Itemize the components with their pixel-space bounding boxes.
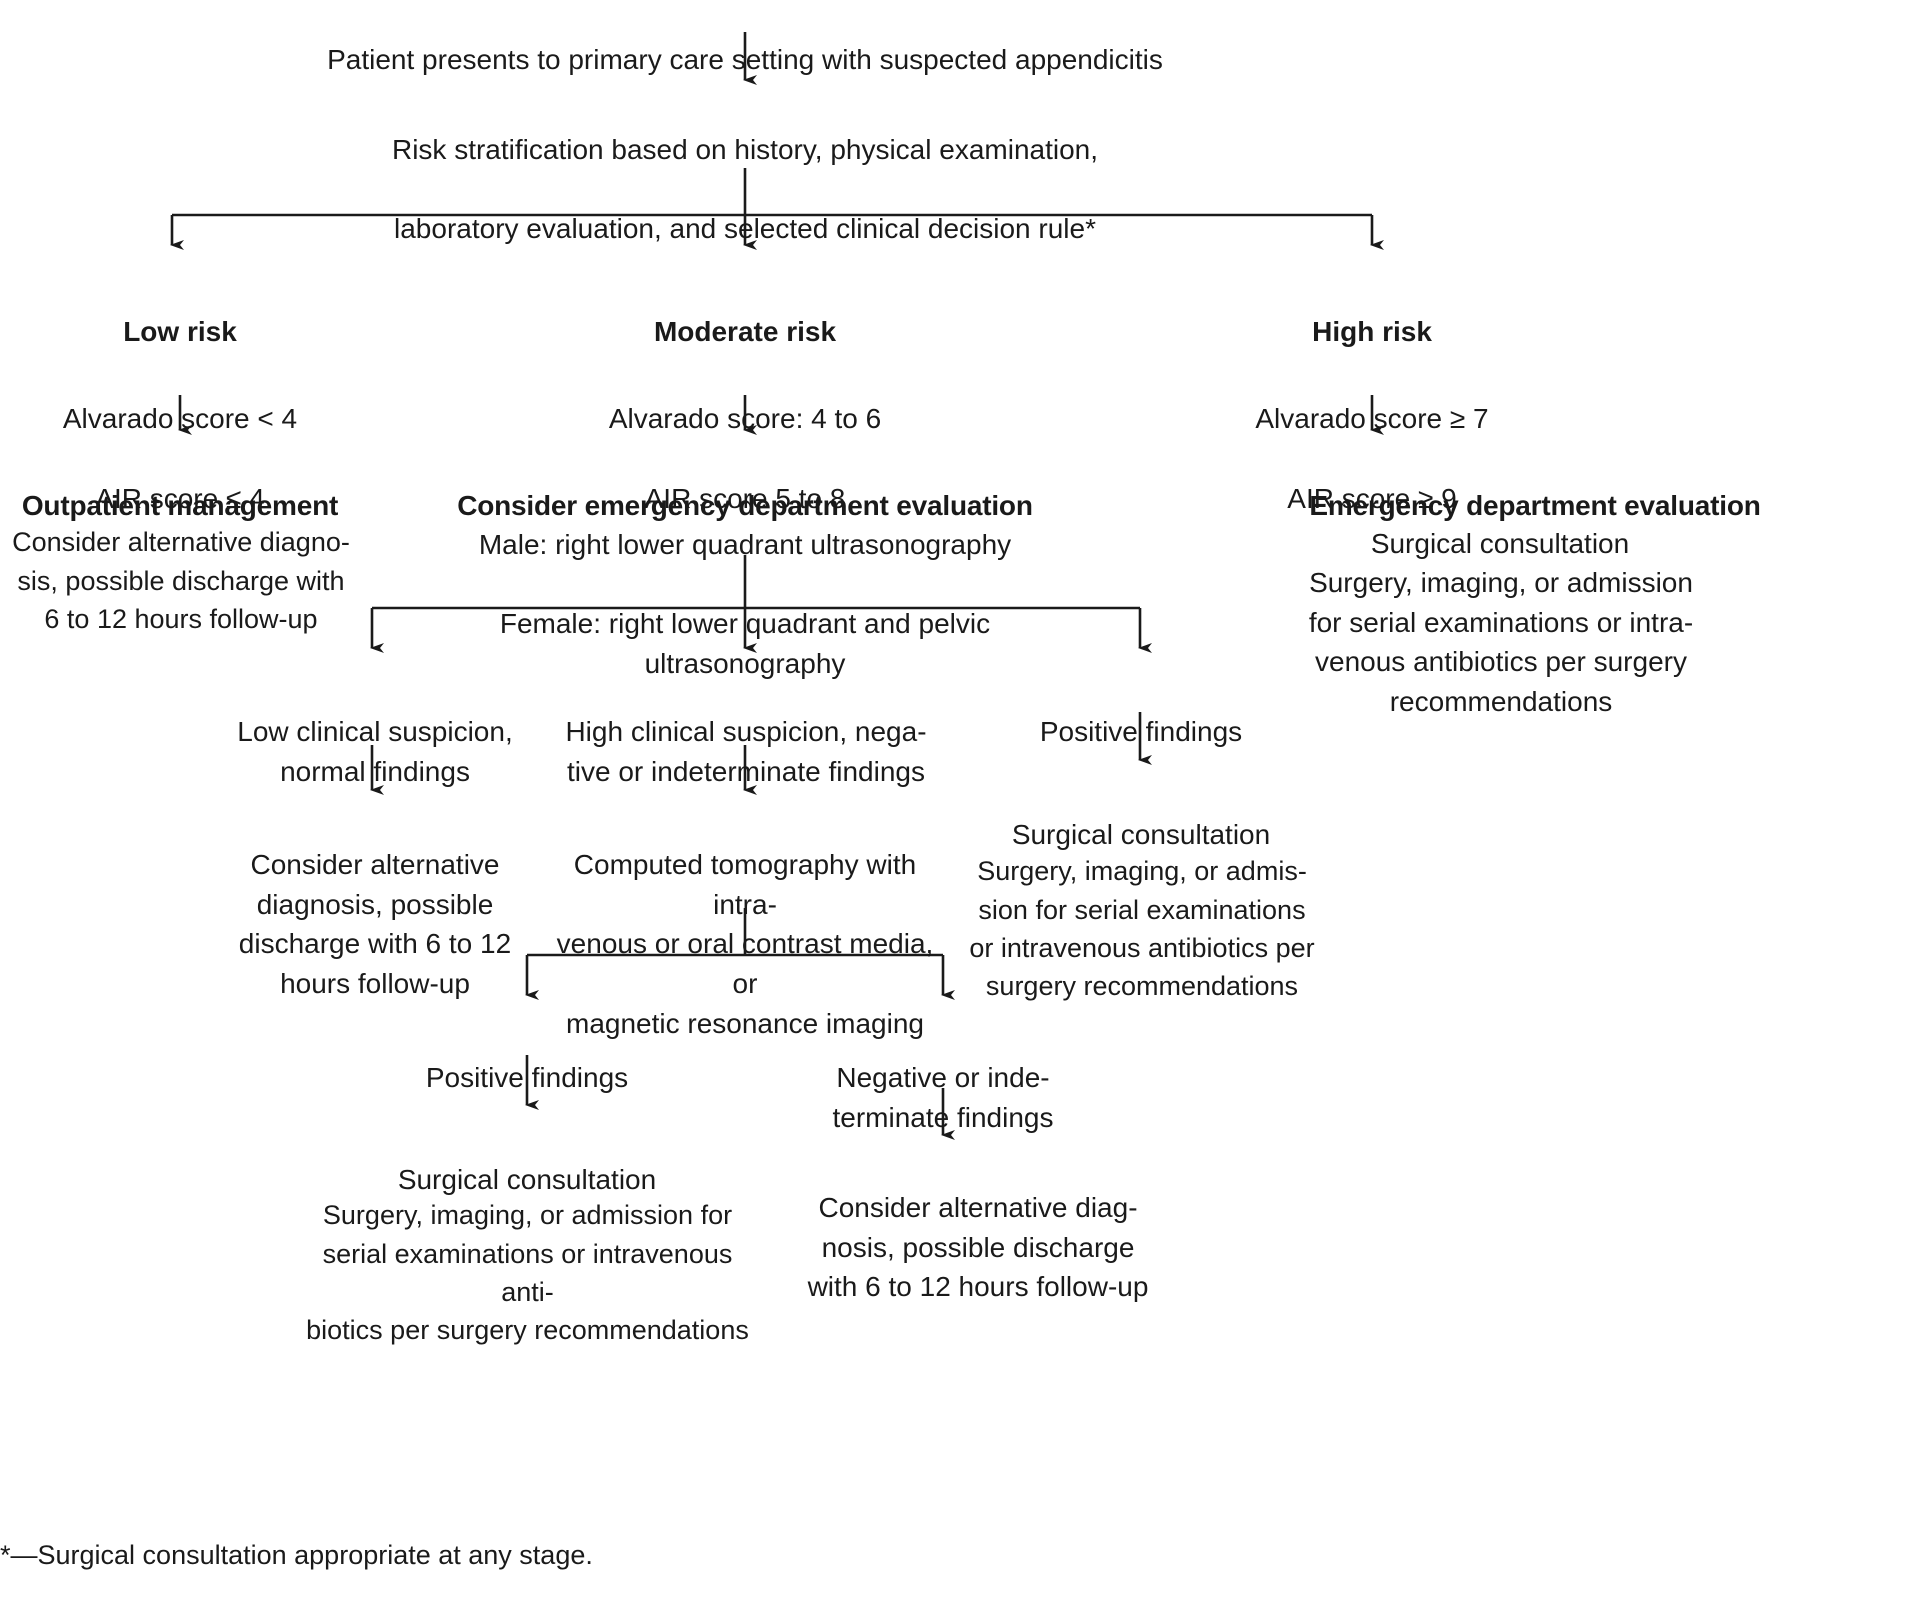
high-risk-heading: High risk (1312, 315, 1432, 347)
node-high-risk: High risk Alvarado score ≥ 7 AIR score ≥… (1192, 272, 1552, 558)
low-suspicion-label-text: Low clinical suspicion, normal findings (237, 715, 513, 787)
ed-eval-consult-text: Surgical consultation (1370, 527, 1630, 559)
consider-ed-line-1: Male: right lower quadrant ultrasonograp… (478, 528, 1012, 560)
positive-findings-body-text: Surgery, imaging, or admis- sion for ser… (969, 856, 1315, 1002)
node-positive-findings-consult: Surgical consultation (980, 775, 1302, 855)
node-positive-findings-body: Surgery, imaging, or admis- sion for ser… (962, 814, 1322, 1006)
imaging-positive-body-text: Surgery, imaging, or admission for seria… (306, 1200, 749, 1346)
node-high-suspicion-label: High clinical suspicion, nega- tive or i… (560, 672, 932, 791)
node-low-risk: Low risk Alvarado score < 4 AIR score ≤ … (0, 272, 360, 558)
stratification-line-1: Risk stratification based on history, ph… (391, 133, 1099, 165)
consider-ed-line-2: Female: right lower quadrant and pelvic … (499, 608, 991, 679)
node-ed-eval-body: Surgery, imaging, or admission for seria… (1168, 523, 1834, 722)
imaging-negative-result-text: Consider alternative diag- nosis, possib… (807, 1191, 1149, 1303)
node-start: Patient presents to primary care setting… (290, 0, 1200, 80)
node-ed-eval-heading: Emergency department evaluation (1150, 446, 1920, 526)
node-positive-findings-label: Positive findings (980, 672, 1302, 752)
node-consider-ed-heading: Consider emergency department evaluation (435, 446, 1055, 526)
moderate-risk-heading: Moderate risk (653, 315, 837, 347)
node-low-suspicion-result: Consider alternative diagnosis, possible… (212, 805, 538, 1004)
moderate-risk-criteria-2: AIR score 5 to 8 (644, 482, 846, 514)
node-outpatient-heading: Outpatient management (0, 446, 360, 526)
start-text: Patient presents to primary care setting… (327, 43, 1163, 75)
node-imaging-positive-label: Positive findings (380, 1018, 674, 1098)
low-risk-criteria-1: Alvarado score < 4 (62, 403, 298, 435)
imaging-positive-label-text: Positive findings (425, 1061, 629, 1093)
ed-eval-body-text: Surgery, imaging, or admission for seria… (1308, 566, 1694, 717)
moderate-risk-criteria-1: Alvarado score: 4 to 6 (608, 403, 882, 435)
node-low-suspicion-label: Low clinical suspicion, normal findings (205, 672, 545, 791)
node-ed-eval-consult: Surgical consultation (1180, 484, 1820, 564)
imaging-positive-consult-text: Surgical consultation (397, 1163, 657, 1195)
footnote: *—Surgical consultation appropriate at a… (0, 1540, 593, 1571)
footnote-text: *—Surgical consultation appropriate at a… (0, 1540, 593, 1570)
high-suspicion-result-text: Computed tomography with intra- venous o… (556, 848, 934, 1039)
positive-findings-label-text: Positive findings (1039, 715, 1243, 747)
node-moderate-risk: Moderate risk Alvarado score: 4 to 6 AIR… (565, 272, 925, 558)
high-suspicion-label-text: High clinical suspicion, nega- tive or i… (565, 715, 927, 787)
node-risk-stratification: Risk stratification based on history, ph… (330, 90, 1160, 289)
low-risk-heading: Low risk (123, 315, 237, 347)
node-high-suspicion-result: Computed tomography with intra- venous o… (545, 805, 945, 1044)
stratification-line-2: laboratory evaluation, and selected clin… (394, 213, 1096, 245)
node-imaging-negative-label: Negative or inde- terminate findings (810, 1018, 1076, 1137)
low-risk-criteria-2: AIR score ≤ 4 (95, 482, 265, 514)
high-risk-criteria-1: Alvarado score ≥ 7 (1255, 403, 1489, 435)
ed-eval-heading-text: Emergency department evaluation (1309, 489, 1761, 521)
consider-ed-heading-text: Consider emergency department evaluation (457, 489, 1033, 521)
low-suspicion-result-text: Consider alternative diagnosis, possible… (238, 848, 512, 999)
node-outpatient-body: Consider alternative diagno- sis, possib… (6, 485, 356, 638)
imaging-negative-label-text: Negative or inde- terminate findings (832, 1061, 1054, 1133)
node-consider-ed-body: Male: right lower quadrant ultrasonograp… (400, 485, 1090, 724)
positive-findings-consult-text: Surgical consultation (1011, 818, 1271, 850)
outpatient-heading-text: Outpatient management (21, 489, 339, 521)
node-imaging-positive-consult: Surgical consultation (380, 1120, 674, 1200)
outpatient-body-text: Consider alternative diagno- sis, possib… (12, 527, 350, 634)
high-risk-criteria-2: AIR score ≥ 9 (1287, 482, 1457, 514)
node-imaging-negative-result: Consider alternative diag- nosis, possib… (788, 1148, 1168, 1307)
node-imaging-positive-body: Surgery, imaging, or admission for seria… (300, 1158, 755, 1350)
